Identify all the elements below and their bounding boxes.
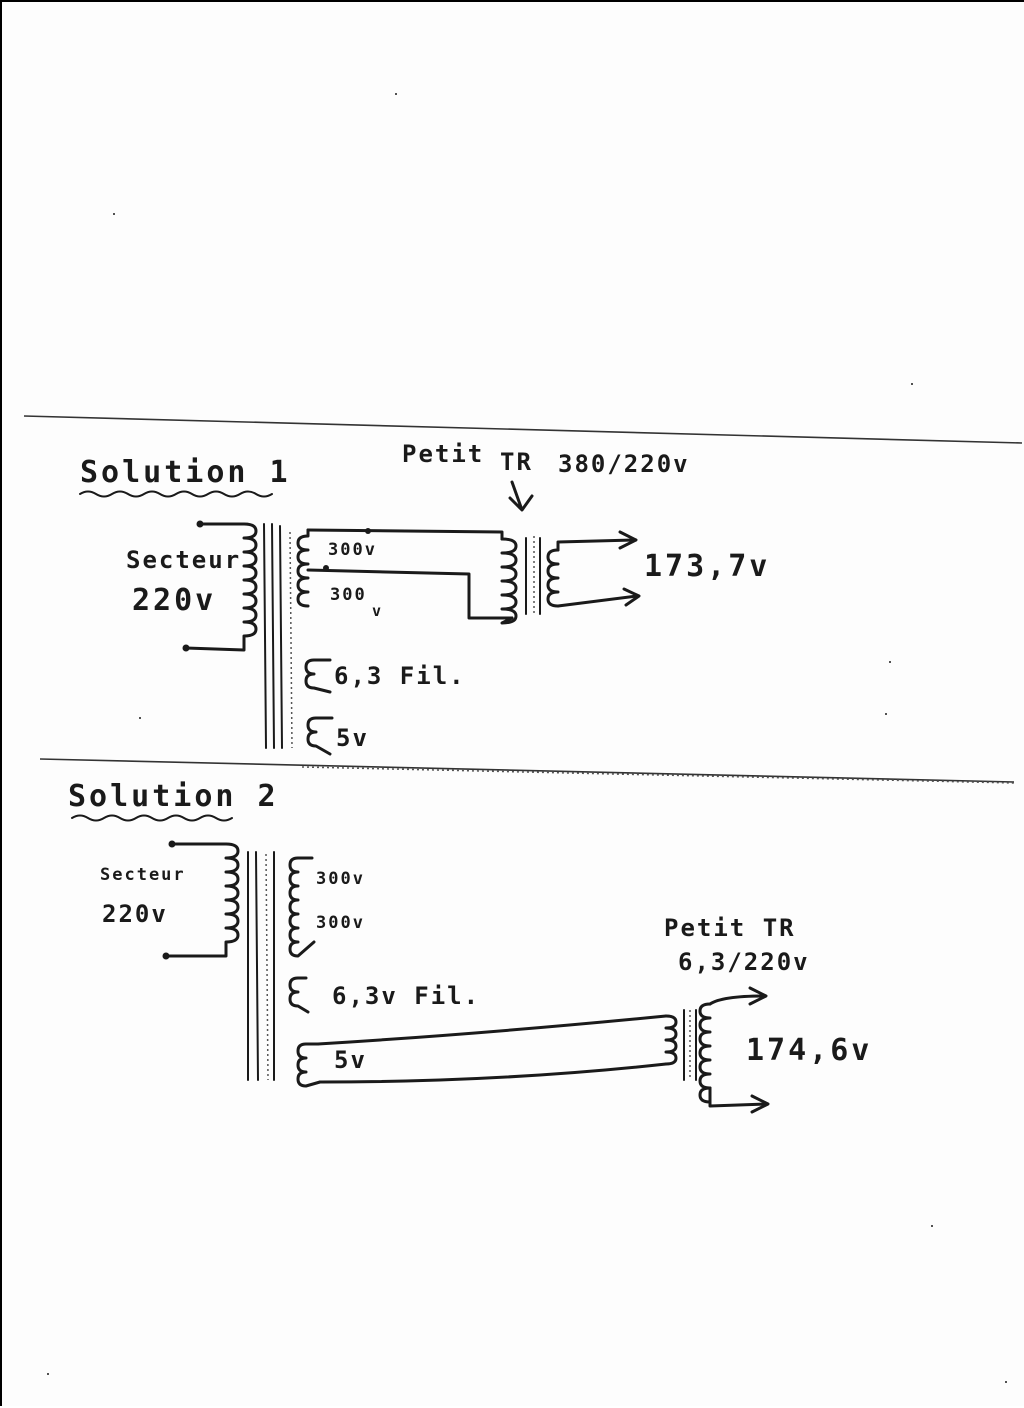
solution1-output-arrow-top (618, 530, 638, 550)
solution1-5v-coil (306, 716, 334, 756)
solution1-small-tr-primary (500, 537, 518, 625)
solution1-small-tr-word1: Petit (402, 440, 484, 468)
solution1-output-voltage: 173,7v (644, 549, 770, 584)
solution1-wire-bottom (306, 568, 514, 620)
middle-divider-line (39, 758, 1015, 783)
solution1-primary-coil (184, 522, 258, 652)
solution2-small-tr-rating: 6,3/220v (678, 948, 810, 976)
solution2-filament-coil (288, 976, 310, 1014)
top-divider-line (23, 415, 1023, 444)
solution2-filament-label: 6,3v Fil. (332, 982, 480, 1010)
solution1-small-tr-rating: 380/220v (558, 450, 690, 478)
solution2-wire-top (316, 1014, 668, 1046)
solution1-title-underline (79, 490, 273, 498)
solution1-winding-bottom: 300 (330, 585, 367, 605)
solution1-mains-label: Secteur (126, 546, 241, 574)
scan-specks (47, 93, 1007, 1383)
solution1-small-tr-secondary (546, 548, 560, 608)
solution2-small-tr-name: Petit TR (664, 914, 796, 942)
solution2-output-wire-bottom (708, 1086, 768, 1108)
solution1-winding-top: 300v (328, 540, 377, 560)
solution2-output-arrow-bottom (750, 1094, 770, 1114)
solution2-winding-bottom: 300v (316, 913, 365, 933)
solution1-output-wire-bottom (556, 594, 639, 608)
solution2-title: Solution 2 (68, 779, 279, 814)
solution1-secondary-coil (296, 528, 310, 608)
solution2-transformer-core (247, 851, 275, 1081)
solution1-small-tr-core (525, 536, 541, 615)
solution1-pointer-arrow (508, 480, 534, 512)
solution2-small-tr-core (683, 1009, 697, 1081)
solution1-5v-label: 5v (336, 724, 369, 752)
solution2-output-voltage: 174,6v (746, 1033, 872, 1068)
solution1-title: Solution 1 (80, 455, 291, 490)
solution2-wire-bottom (318, 1062, 668, 1084)
solution1-small-tr-word2: TR (500, 448, 533, 476)
middle-divider-dots (301, 766, 1015, 784)
solution1-output-wire-top (556, 538, 636, 552)
solution2-secondary-coil (288, 856, 316, 958)
solution1-mains-voltage: 220v (132, 583, 216, 618)
solution1-filament-label: 6,3 Fil. (334, 662, 466, 690)
solution2-mains-label: Secteur (100, 865, 186, 885)
solution1-filament-coil (304, 658, 332, 694)
solution2-5v-coil (296, 1042, 322, 1088)
solution1-wire-top (306, 528, 504, 541)
solution2-output-arrow-top (748, 986, 768, 1006)
solution1-winding-bottom-unit: v (372, 602, 383, 620)
solution2-output-wire-top (708, 994, 766, 1006)
solution2-5v-label: 5v (334, 1046, 367, 1074)
solution1-output-arrow-bottom (622, 587, 641, 607)
solution2-primary-coil (164, 842, 240, 958)
solution2-winding-top: 300v (316, 869, 365, 889)
solution1-transformer-core (263, 523, 293, 749)
solution2-title-underline (71, 814, 233, 822)
solution2-small-tr-secondary (698, 1002, 712, 1104)
solution2-mains-voltage: 220v (102, 900, 168, 928)
solution2-small-tr-primary (664, 1014, 678, 1066)
